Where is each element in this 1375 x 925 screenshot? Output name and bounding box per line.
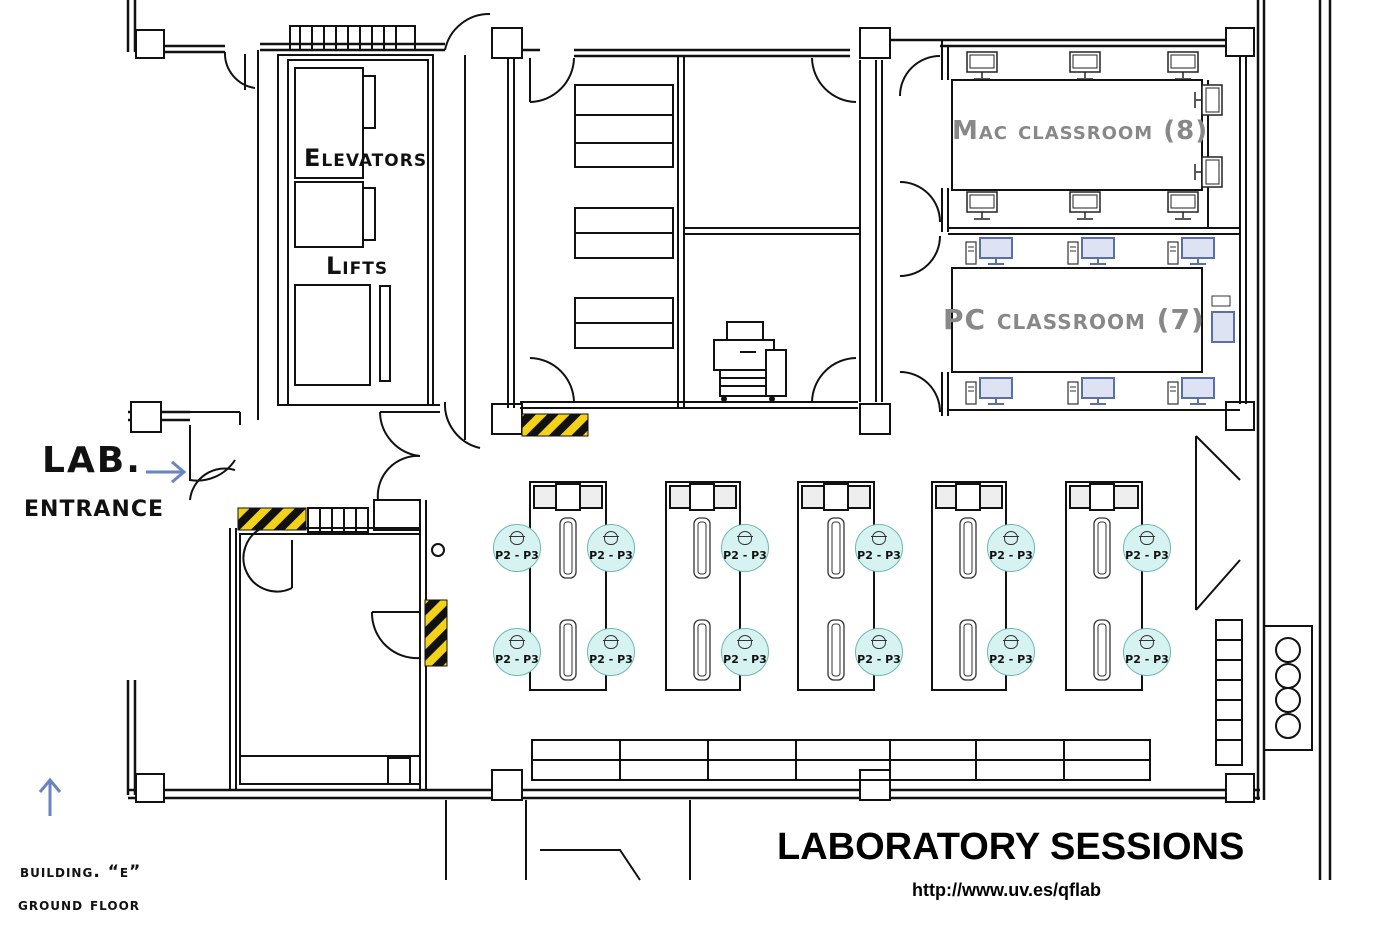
pc-classroom	[899, 235, 1240, 416]
student-station: P2 - P3	[1123, 628, 1171, 676]
student-icon	[509, 531, 525, 545]
structural-columns	[130, 27, 1255, 803]
student-station: P2 - P3	[721, 628, 769, 676]
lab-label: LAB.	[42, 440, 142, 481]
student-station: P2 - P3	[987, 628, 1035, 676]
building-label: building. “e”	[20, 862, 142, 882]
student-station: P2 - P3	[587, 628, 635, 676]
elevators-label: Elevators	[304, 144, 428, 172]
mac-classroom	[899, 40, 1247, 404]
entrance-corridor	[160, 411, 445, 790]
student-icon	[871, 531, 887, 545]
bench-1	[529, 481, 607, 691]
student-icon	[737, 531, 753, 545]
lab-room	[445, 435, 1313, 881]
student-station: P2 - P3	[493, 628, 541, 676]
mac-classroom-label: Mac classroom (8)	[952, 116, 1209, 146]
student-icon	[871, 635, 887, 649]
lab-benches	[529, 481, 1143, 691]
student-icon	[1139, 635, 1155, 649]
bench-3	[797, 481, 875, 691]
student-station: P2 - P3	[721, 524, 769, 572]
student-station: P2 - P3	[587, 524, 635, 572]
student-icon	[509, 635, 525, 649]
website-link[interactable]: http://www.uv.es/qflab	[912, 880, 1101, 900]
student-icon	[1003, 531, 1019, 545]
printer-icon	[713, 321, 787, 402]
arrow-right-icon	[146, 460, 187, 484]
student-station: P2 - P3	[987, 524, 1035, 572]
ground-floor-label: ground floor	[18, 895, 141, 915]
student-station: P2 - P3	[493, 524, 541, 572]
arrow-up-icon	[38, 777, 62, 816]
pc-classroom-label: PC classroom (7)	[943, 303, 1205, 336]
bench-4	[931, 481, 1007, 691]
center-rooms	[443, 12, 883, 449]
elevator-block	[223, 25, 466, 440]
bench-5	[1065, 481, 1143, 691]
lifts-label: Lifts	[326, 252, 389, 280]
student-icon	[603, 635, 619, 649]
student-icon	[737, 635, 753, 649]
page-title: LABORATORY SESSIONS	[777, 826, 1245, 868]
pc-computers	[965, 237, 1235, 405]
bench-2	[665, 481, 741, 691]
student-station: P2 - P3	[855, 628, 903, 676]
student-icon	[1139, 531, 1155, 545]
student-icon	[603, 531, 619, 545]
student-icon	[1003, 635, 1019, 649]
entrance-label: ENTRANCE	[24, 497, 164, 522]
student-station: P2 - P3	[855, 524, 903, 572]
hazard-stripes	[237, 413, 589, 667]
outer-walls	[126, 0, 1332, 880]
student-station: P2 - P3	[1123, 524, 1171, 572]
